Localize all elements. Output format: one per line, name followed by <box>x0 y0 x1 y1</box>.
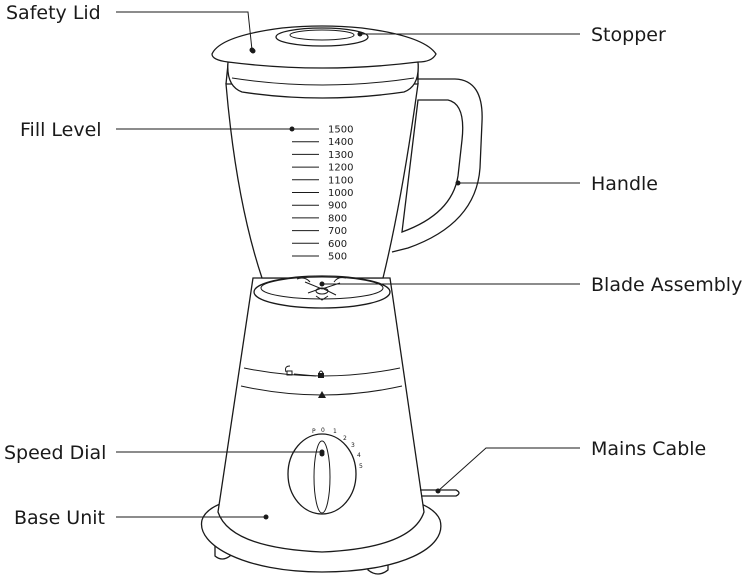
dial-mark-2: 2 <box>343 435 347 442</box>
label-safety-lid: Safety Lid <box>6 2 101 24</box>
stopper-drawing <box>275 27 369 47</box>
dial-mark-1: 1 <box>333 428 337 435</box>
label-handle: Handle <box>591 173 658 195</box>
fill-mark-label: 500 <box>328 252 347 263</box>
fill-mark-label: 1200 <box>328 163 353 174</box>
label-stopper: Stopper <box>591 24 666 46</box>
safety-lid-drawing <box>211 25 437 99</box>
fill-mark-label: 700 <box>328 226 347 237</box>
fill-mark-label: 800 <box>328 213 347 224</box>
fill-mark-label: 900 <box>328 201 347 212</box>
dial-mark-5: 5 <box>359 463 363 470</box>
arrow-up-icon <box>318 391 326 398</box>
label-blade-assembly: Blade Assembly <box>591 274 742 296</box>
padlock-icon <box>318 373 324 378</box>
jug-handle-drawing <box>391 78 483 253</box>
dial-mark-0: 0 <box>321 427 325 434</box>
mains-cable-drawing <box>420 489 460 497</box>
dial-mark-3: 3 <box>351 442 355 449</box>
dial-mark-p: P <box>312 428 316 435</box>
fill-mark-label: 1500 <box>328 125 353 136</box>
fill-mark-label: 1300 <box>328 150 353 161</box>
lock-indicator <box>285 365 326 398</box>
blender-jug <box>225 63 483 309</box>
label-speed-dial: Speed Dial <box>4 442 106 464</box>
label-fill-level: Fill Level <box>20 119 102 141</box>
dial-mark-4: 4 <box>357 452 361 459</box>
fill-mark-label: 1000 <box>328 188 353 199</box>
callout-lines <box>116 11 580 520</box>
fill-mark-label: 1400 <box>328 137 353 148</box>
label-mains-cable: Mains Cable <box>591 438 706 460</box>
label-base-unit: Base Unit <box>14 507 105 529</box>
blade-drawing <box>296 277 347 301</box>
fill-mark-label: 600 <box>328 239 347 250</box>
fill-mark-label: 1100 <box>328 175 353 186</box>
base-unit <box>217 277 460 553</box>
speed-dial-drawing[interactable]: P 0 1 2 3 4 5 <box>287 427 363 515</box>
